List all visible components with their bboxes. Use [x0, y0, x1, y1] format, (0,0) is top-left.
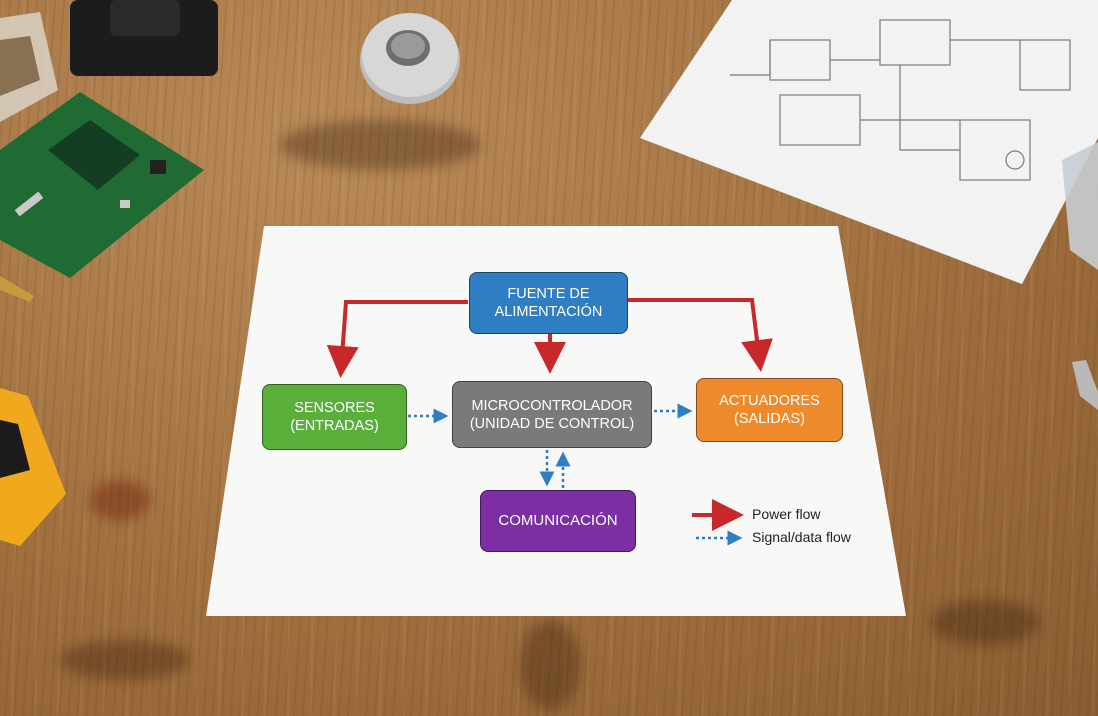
sensors-label-line2: (ENTRADAS) [290, 418, 379, 434]
actuators-label-line2: (SALIDAS) [734, 411, 805, 427]
pen [0, 276, 34, 302]
solder-spool [360, 13, 460, 104]
multimeter [0, 388, 66, 546]
legend-signal-label: Signal/data flow [752, 529, 851, 545]
schematic-sheet [640, 0, 1098, 284]
power-arrow-to-sensors [326, 300, 468, 378]
power-supply-label-line1: FUENTE DE [507, 286, 590, 302]
circuit-board [0, 92, 204, 278]
wood-stain [930, 600, 1040, 645]
component-holder [70, 0, 218, 76]
microcontroller-label-line2: (UNIDAD DE CONTROL) [469, 415, 635, 432]
power-supply-box: FUENTE DE ALIMENTACIÓN [469, 272, 628, 334]
wood-stain [90, 480, 150, 520]
pliers [1072, 360, 1098, 410]
power-supply-label-line2: ALIMENTACIÓN [494, 304, 603, 320]
wood-stain [280, 120, 480, 170]
wood-stain [520, 620, 580, 710]
microcontroller-label-line1: MICROCONTROLADOR [471, 397, 633, 414]
communication-label: COMUNICACIÓN [498, 512, 618, 529]
wood-stain [60, 640, 190, 680]
microcontroller-box: MICROCONTROLADOR (UNIDAD DE CONTROL) [452, 381, 652, 448]
power-arrow-to-actuators [628, 298, 773, 372]
legend-power-label: Power flow [752, 506, 821, 522]
actuators-box: ACTUADORES (SALIDAS) [696, 378, 843, 442]
sensors-box: SENSORES (ENTRADAS) [262, 384, 407, 450]
sensors-label-line1: SENSORES [294, 400, 375, 416]
communication-box: COMUNICACIÓN [480, 490, 636, 552]
parts-tray [1062, 142, 1098, 270]
parts-container [0, 12, 58, 122]
actuators-label-line1: ACTUADORES [719, 393, 820, 409]
